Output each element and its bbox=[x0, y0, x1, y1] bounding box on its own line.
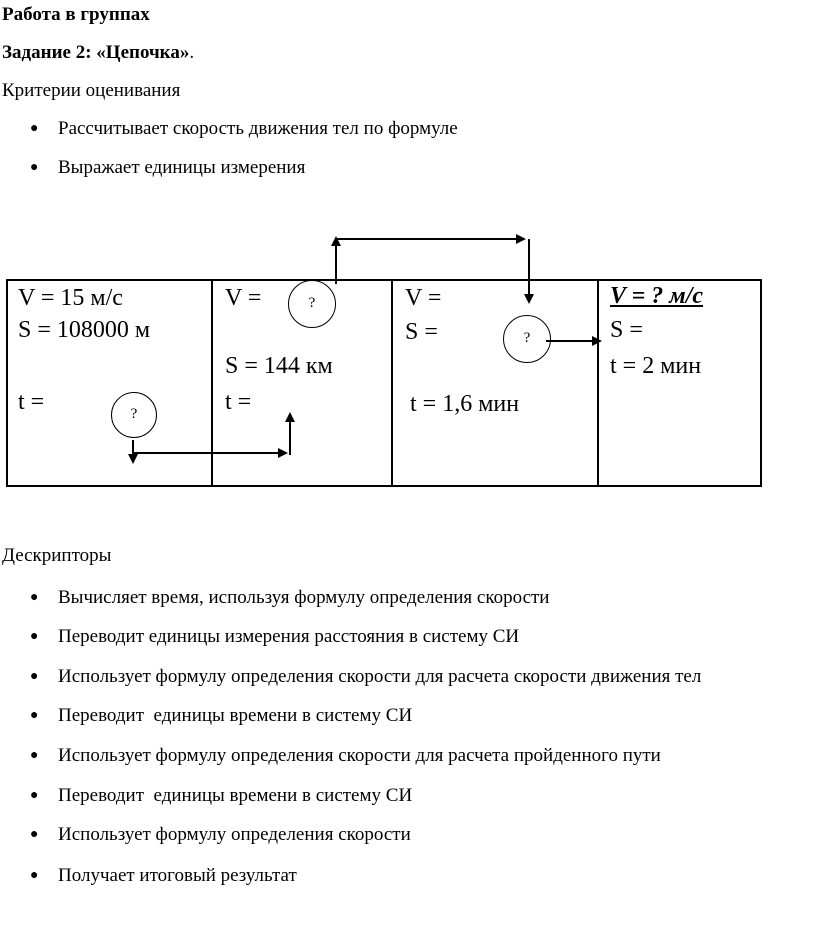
cell-2-velocity: V = bbox=[225, 285, 262, 311]
cell-3-velocity: V = bbox=[405, 285, 442, 311]
question-circle: ? bbox=[111, 392, 157, 438]
descriptor-item: ●Переводит единицы измерения расстояния … bbox=[30, 626, 520, 647]
bullet-icon: ● bbox=[30, 669, 39, 684]
bullet-icon: ● bbox=[30, 827, 39, 842]
descriptors-title: Дескрипторы bbox=[2, 545, 112, 566]
criteria-item: ●Рассчитывает скорость движения тел по ф… bbox=[30, 118, 458, 139]
chain-lines bbox=[6, 234, 762, 487]
task-label: Задание 2: «Цепочка» bbox=[2, 42, 190, 63]
descriptor-item: ●Использует формулу определения скорости… bbox=[30, 745, 661, 766]
cell-4-distance: S = bbox=[610, 317, 643, 343]
question-circle: ? bbox=[503, 315, 551, 363]
chain-frame bbox=[6, 279, 762, 487]
heading: Работа в группах bbox=[2, 4, 150, 25]
task-suffix: . bbox=[189, 42, 195, 63]
bullet-icon: ● bbox=[30, 160, 39, 175]
criteria-item: ●Выражает единицы измерения bbox=[30, 157, 306, 178]
bullet-icon: ● bbox=[30, 868, 39, 883]
cell-1-time: t = bbox=[18, 389, 45, 415]
descriptor-item: ●Использует формулу определения скорости bbox=[30, 824, 411, 845]
cell-4-velocity: V = ? м/с bbox=[610, 283, 704, 309]
cell-2-time: t = bbox=[225, 389, 252, 415]
cell-3-distance: S = bbox=[405, 319, 438, 345]
descriptor-item: ●Получает итоговый результат bbox=[30, 865, 297, 886]
criteria-title: Критерии оценивания bbox=[2, 80, 181, 101]
bullet-icon: ● bbox=[30, 121, 39, 136]
descriptor-item: ●Вычисляет время, используя формулу опре… bbox=[30, 587, 550, 608]
cell-2-distance: S = 144 км bbox=[225, 353, 333, 379]
question-circle: ? bbox=[288, 280, 336, 328]
descriptor-item: ●Использует формулу определения скорости… bbox=[30, 666, 702, 687]
bullet-icon: ● bbox=[30, 629, 39, 644]
task-title: Задание 2: «Цепочка». bbox=[2, 42, 194, 64]
cell-1-velocity: V = 15 м/с bbox=[18, 285, 123, 311]
bullet-icon: ● bbox=[30, 708, 39, 723]
cell-3-time: t = 1,6 мин bbox=[410, 391, 520, 417]
cell-1-distance: S = 108000 м bbox=[18, 317, 151, 343]
bullet-icon: ● bbox=[30, 788, 39, 803]
bullet-icon: ● bbox=[30, 748, 39, 763]
bullet-icon: ● bbox=[30, 590, 39, 605]
descriptor-item: ●Переводит единицы времени в систему СИ bbox=[30, 705, 413, 726]
descriptor-item: ●Переводит единицы времени в систему СИ bbox=[30, 785, 413, 806]
cell-4-time: t = 2 мин bbox=[610, 353, 702, 379]
